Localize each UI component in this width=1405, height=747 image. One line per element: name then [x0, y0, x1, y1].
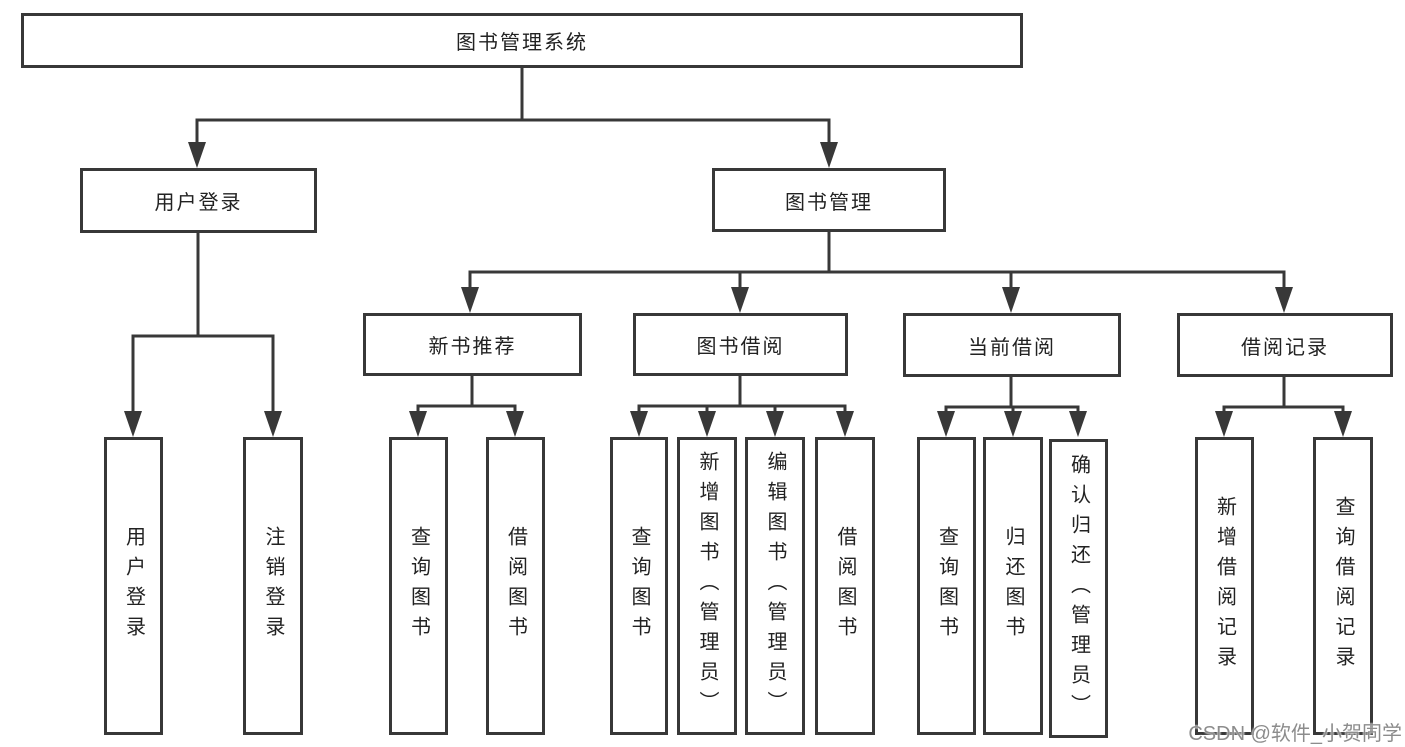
arrow-down-icon [1002, 287, 1020, 313]
node-user-login: 用户登录 [80, 168, 317, 233]
leaf-edit-book-admin: 编辑图书（管理员） [745, 437, 805, 735]
leaf-query-borrow-record: 查询借阅记录 [1313, 437, 1373, 735]
leaf-borrow-books-borrowing: 借阅图书 [815, 437, 875, 735]
leaf-logout: 注销登录 [243, 437, 303, 735]
leaf-confirm-return-admin: 确认归还（管理员） [1049, 439, 1108, 738]
arrow-down-icon [188, 142, 206, 168]
arrow-down-icon [124, 411, 142, 437]
arrow-down-icon [836, 411, 854, 437]
tree-edges [131, 66, 1345, 416]
arrow-down-icon [698, 411, 716, 437]
node-system-root: 图书管理系统 [21, 13, 1023, 68]
leaf-user-login: 用户登录 [104, 437, 163, 735]
arrowheads [124, 142, 1352, 437]
leaf-add-borrow-record: 新增借阅记录 [1195, 437, 1254, 735]
leaf-query-books-current: 查询图书 [917, 437, 976, 735]
leaf-borrow-books-recommend: 借阅图书 [486, 437, 545, 735]
arrow-down-icon [409, 411, 427, 437]
arrow-down-icon [1004, 411, 1022, 437]
arrow-down-icon [766, 411, 784, 437]
arrow-down-icon [630, 411, 648, 437]
arrow-down-icon [506, 411, 524, 437]
leaf-add-book-admin: 新增图书（管理员） [677, 437, 737, 735]
arrow-down-icon [264, 411, 282, 437]
arrow-down-icon [820, 142, 838, 168]
arrow-down-icon [1334, 411, 1352, 437]
node-current-borrowing: 当前借阅 [903, 313, 1121, 377]
node-book-borrowing: 图书借阅 [633, 313, 848, 376]
arrow-down-icon [1069, 411, 1087, 437]
node-book-management: 图书管理 [712, 168, 946, 232]
arrow-down-icon [1275, 287, 1293, 313]
leaf-query-books-recommend: 查询图书 [389, 437, 448, 735]
leaf-query-books-borrowing: 查询图书 [610, 437, 668, 735]
arrow-down-icon [731, 287, 749, 313]
arrow-down-icon [461, 287, 479, 313]
watermark: CSDN @软件_小贺同学 [1188, 723, 1402, 745]
arrow-down-icon [937, 411, 955, 437]
arrow-down-icon [1215, 411, 1233, 437]
node-new-book-recommend: 新书推荐 [363, 313, 582, 376]
node-borrowing-records: 借阅记录 [1177, 313, 1393, 377]
leaf-return-books: 归还图书 [983, 437, 1043, 735]
